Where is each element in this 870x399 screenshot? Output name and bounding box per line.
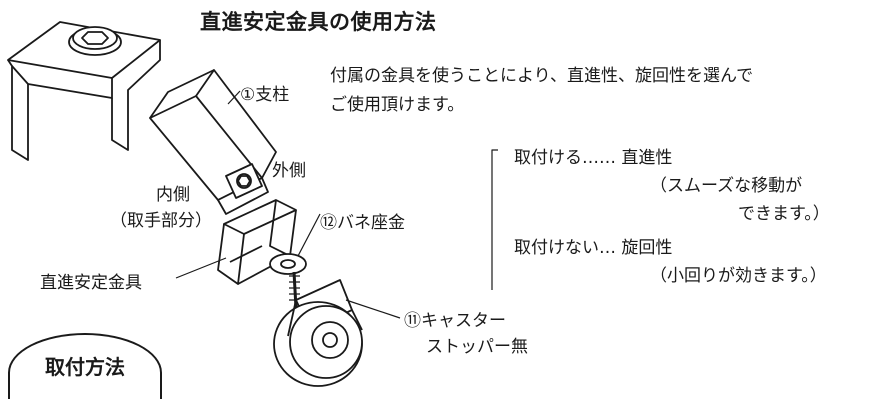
leader-caster (345, 299, 401, 319)
label-post: ①支柱 (240, 85, 290, 105)
option-detach: 取付けない… 旋回性 (514, 238, 673, 258)
label-caster-2: ストッパー無 (426, 337, 528, 357)
label-bracket: 直進安定金具 (40, 273, 142, 293)
option-attach-note-2: できます。） (738, 204, 830, 224)
option-detach-note: （小回りが効きます。） (650, 266, 827, 286)
leader-washer (297, 213, 321, 257)
description-line-1: 付属の金具を使うことにより、直進性、旋回性を選んで (330, 66, 754, 86)
caster-drawing (273, 271, 363, 387)
spring-washer-drawing (269, 253, 307, 275)
label-caster-1: ⑪キャスター (404, 311, 506, 331)
label-inner-side: 内側 (156, 185, 190, 205)
leader-bracket (175, 257, 227, 279)
stabilizer-bracket-drawing (217, 199, 297, 285)
section-badge: 取付方法 (8, 333, 162, 399)
label-spring-washer: ⑫バネ座金 (320, 213, 405, 233)
description-line-2: ご使用頂けます。 (330, 95, 465, 115)
description: 付属の金具を使うことにより、直進性、旋回性を選んで ご使用頂けます。 (330, 62, 753, 120)
options-bracket (491, 149, 498, 290)
leader-post (227, 90, 241, 105)
page-title: 直進安定金具の使用方法 (200, 10, 437, 34)
section-badge-label: 取付方法 (45, 355, 125, 379)
label-outer-side: 外側 (272, 161, 306, 181)
option-attach-note-1: （スムーズな移動が (650, 176, 803, 196)
option-attach: 取付ける…… 直進性 (514, 148, 673, 168)
top-bracket-drawing (7, 21, 161, 161)
post-drawing (149, 69, 277, 215)
label-inner-side-note: （取手部分） (110, 211, 212, 231)
